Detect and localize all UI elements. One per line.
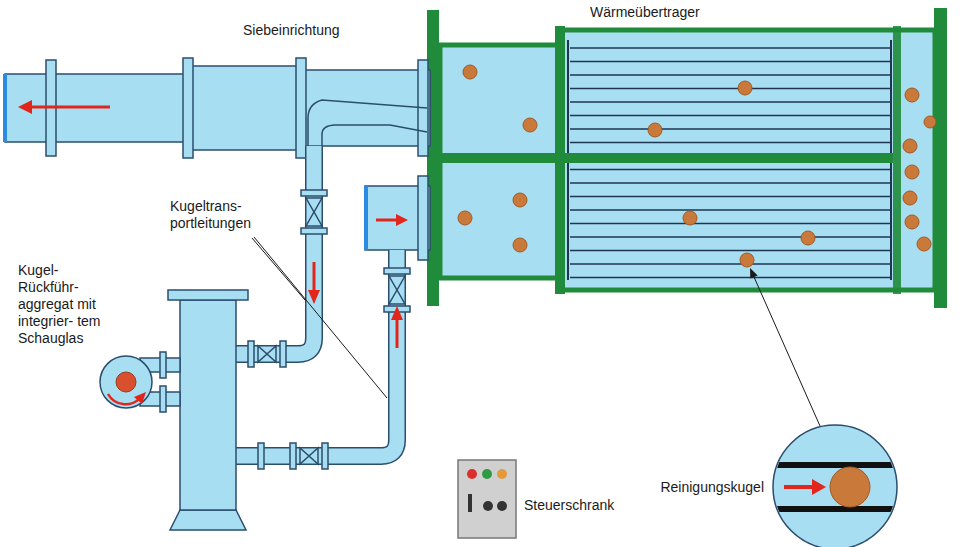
sight-glass-ball bbox=[116, 372, 136, 392]
tube bbox=[570, 223, 890, 224]
cleaning-balls bbox=[458, 65, 936, 267]
tube bbox=[570, 88, 890, 89]
tube bbox=[570, 61, 890, 62]
tube bbox=[570, 196, 890, 197]
tube bbox=[570, 47, 890, 48]
tube bbox=[570, 101, 890, 102]
tube bbox=[570, 250, 890, 251]
tube bbox=[570, 115, 890, 116]
screen bbox=[308, 100, 427, 146]
ball-detail bbox=[770, 425, 900, 547]
tube bbox=[570, 142, 890, 143]
part-label: Siebeinrichtung bbox=[243, 22, 340, 39]
part-label: Wärmeübertrager bbox=[590, 4, 700, 21]
inlet-pipe bbox=[365, 176, 430, 260]
ball-transport-lines bbox=[236, 146, 397, 456]
part-label: Steuerschrank bbox=[524, 497, 614, 514]
heat-exchanger bbox=[427, 8, 947, 308]
part-label: Kugel- Rückführ- aggregat mit integrier-… bbox=[18, 262, 110, 347]
tube bbox=[570, 74, 890, 75]
tube bbox=[570, 263, 890, 264]
control-cabinet bbox=[458, 460, 516, 538]
part-label: Kugeltrans- portleitungen bbox=[170, 198, 280, 232]
tube bbox=[570, 209, 890, 210]
tube bbox=[570, 182, 890, 183]
tube bbox=[570, 128, 890, 129]
pipe-flanges bbox=[248, 190, 410, 469]
ball-collector bbox=[100, 290, 248, 530]
tube bbox=[570, 236, 890, 237]
part-label: Reinigungskugel bbox=[660, 479, 764, 496]
leader-lines bbox=[252, 237, 820, 426]
tube bbox=[570, 169, 890, 170]
outlet-pipe bbox=[5, 58, 430, 158]
tube bbox=[570, 277, 890, 278]
pass-partition bbox=[440, 153, 893, 163]
